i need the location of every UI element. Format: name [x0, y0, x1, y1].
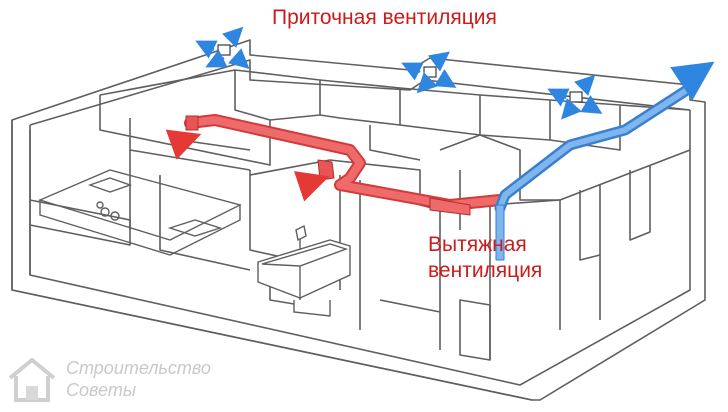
watermark-line2: Советы	[66, 380, 137, 400]
ceiling-diffuser	[547, 74, 603, 120]
house-logo-icon	[8, 357, 56, 402]
exhaust-ventilation-label-line2: вентиляция	[428, 259, 543, 282]
kitchen-counter	[37, 169, 242, 256]
ceiling-diffuser	[401, 51, 457, 94]
supply-inlet-arrows	[165, 129, 330, 202]
supply-duct	[184, 114, 506, 216]
watermark-line1: Строительство	[66, 358, 211, 378]
exhaust-duct	[494, 82, 696, 261]
exhaust-outlet-arrow	[670, 61, 715, 101]
exhaust-ventilation-label-line1: Вытяжная	[428, 233, 527, 256]
watermark: Строительство Советы	[6, 356, 216, 406]
bathtub	[257, 224, 351, 317]
supply-ventilation-label: Приточная вентиляция	[272, 6, 497, 29]
ceiling-diffuser	[195, 26, 250, 69]
